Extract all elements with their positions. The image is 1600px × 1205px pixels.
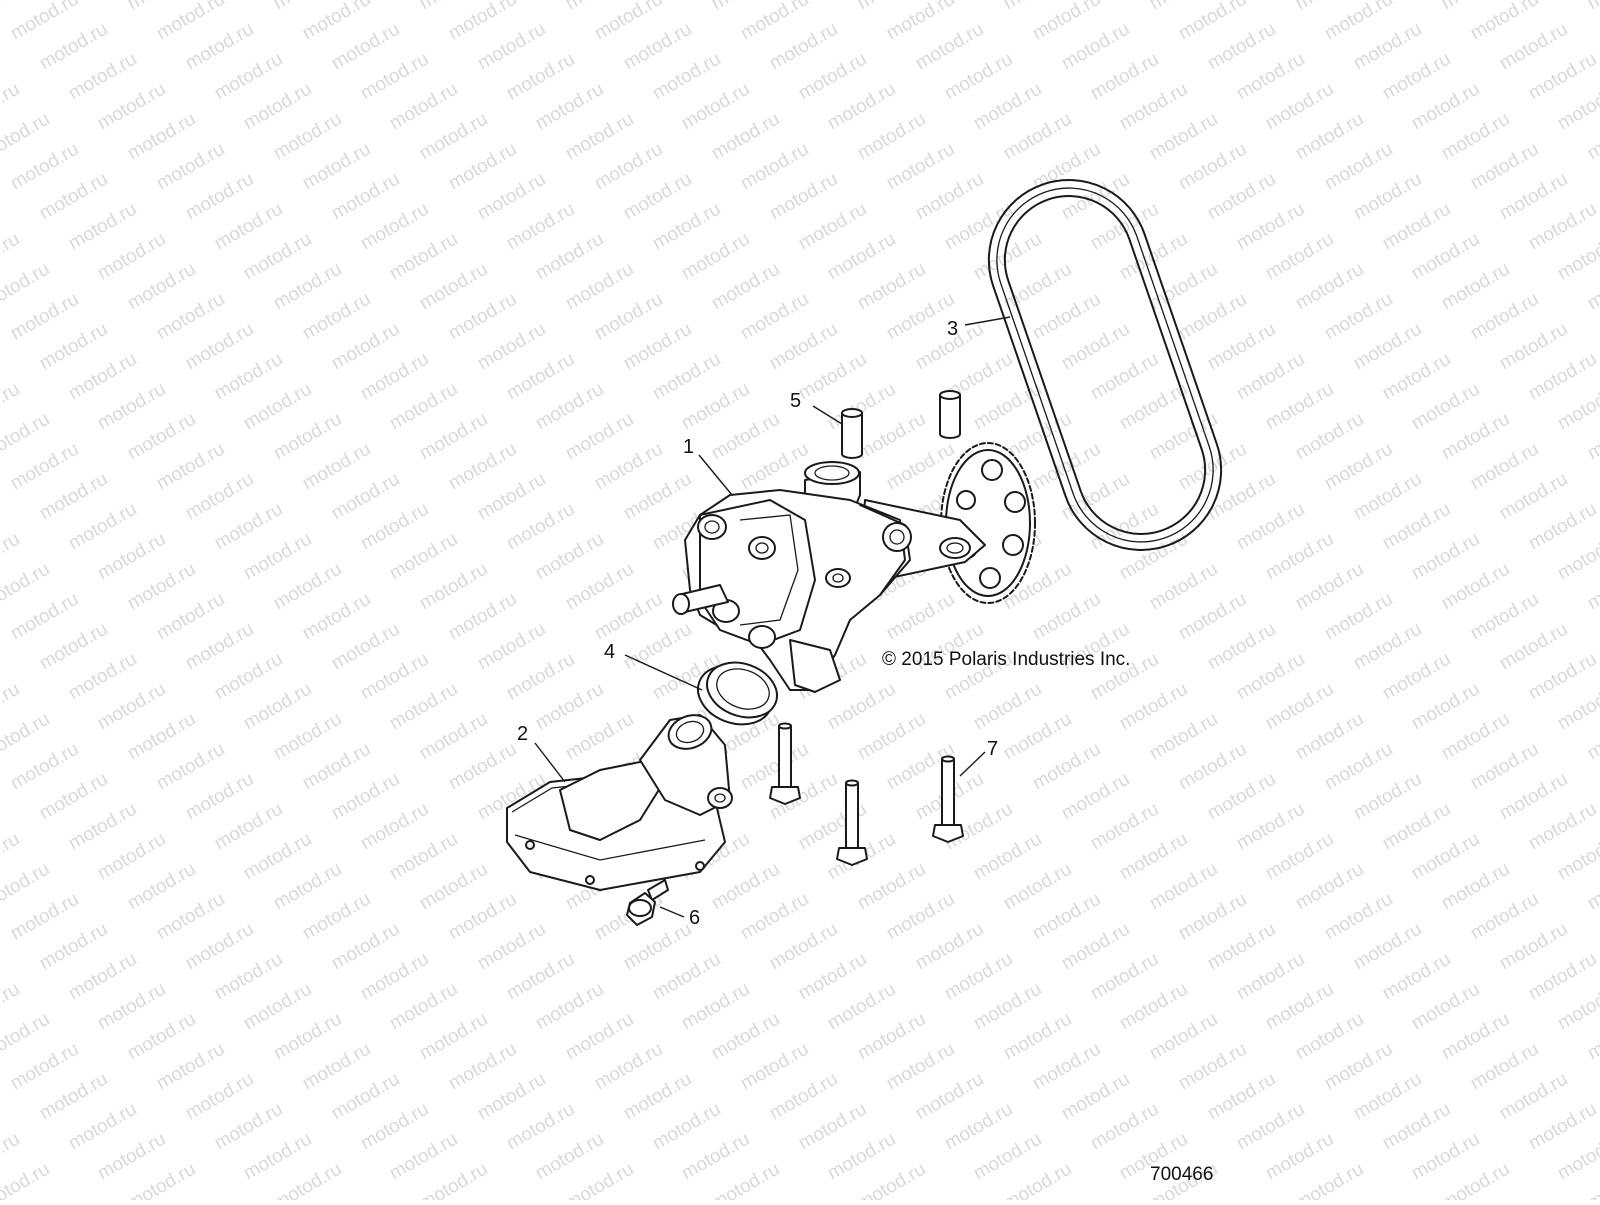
seal-ring-part — [697, 661, 778, 726]
watermark-text: motod.ru — [1584, 0, 1600, 14]
copyright-notice: © 2015 Polaris Industries Inc. — [882, 649, 1130, 670]
drawing-number: 700466 — [1150, 1164, 1213, 1185]
screw-part — [626, 879, 669, 926]
callout-4: 4 — [604, 641, 615, 663]
bolt-part — [769, 722, 964, 866]
watermark-text: motod.ru — [0, 1159, 53, 1200]
oil-pickup-part — [506, 714, 733, 891]
callout-2: 2 — [517, 723, 528, 745]
callout-1: 1 — [683, 436, 694, 458]
callout-7: 7 — [987, 738, 998, 760]
callouts: 1 2 3 4 5 6 7 — [517, 318, 998, 929]
callout-5: 5 — [790, 390, 801, 412]
drive-belt-part — [987, 179, 1223, 551]
callout-6: 6 — [689, 907, 700, 929]
dowel-pin-part — [841, 390, 961, 459]
oil-pump-assembly-part — [672, 442, 1036, 693]
callout-3: 3 — [947, 318, 958, 340]
leader-lines — [534, 316, 1011, 918]
